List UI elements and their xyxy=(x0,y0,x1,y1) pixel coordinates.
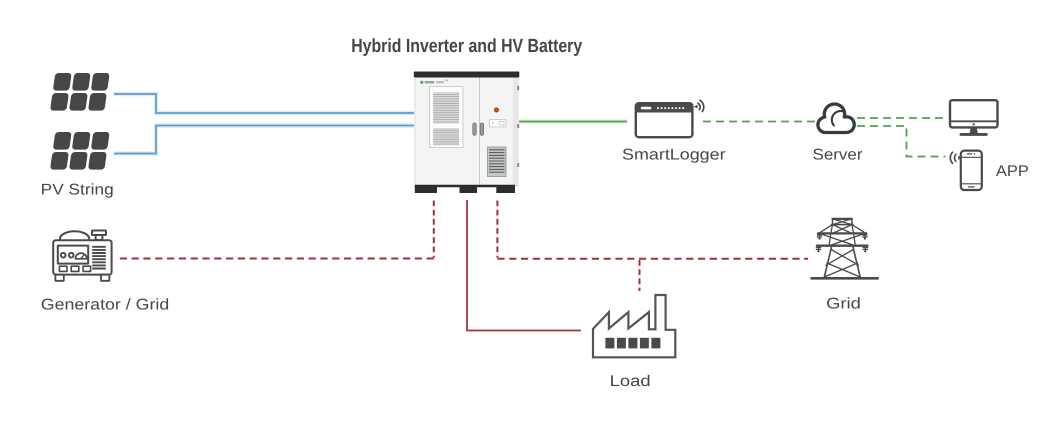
svg-text:Server: Server xyxy=(813,146,863,163)
svg-text:Hybrid Inverter and HV Battery: Hybrid Inverter and HV Battery xyxy=(351,36,582,57)
svg-text:PV String: PV String xyxy=(41,181,114,198)
svg-text:Load: Load xyxy=(610,373,651,390)
svg-text:Generator / Grid: Generator / Grid xyxy=(41,296,170,313)
svg-text:SmartLogger: SmartLogger xyxy=(622,146,726,163)
svg-text:Grid: Grid xyxy=(826,295,861,312)
svg-text:APP: APP xyxy=(996,163,1029,180)
